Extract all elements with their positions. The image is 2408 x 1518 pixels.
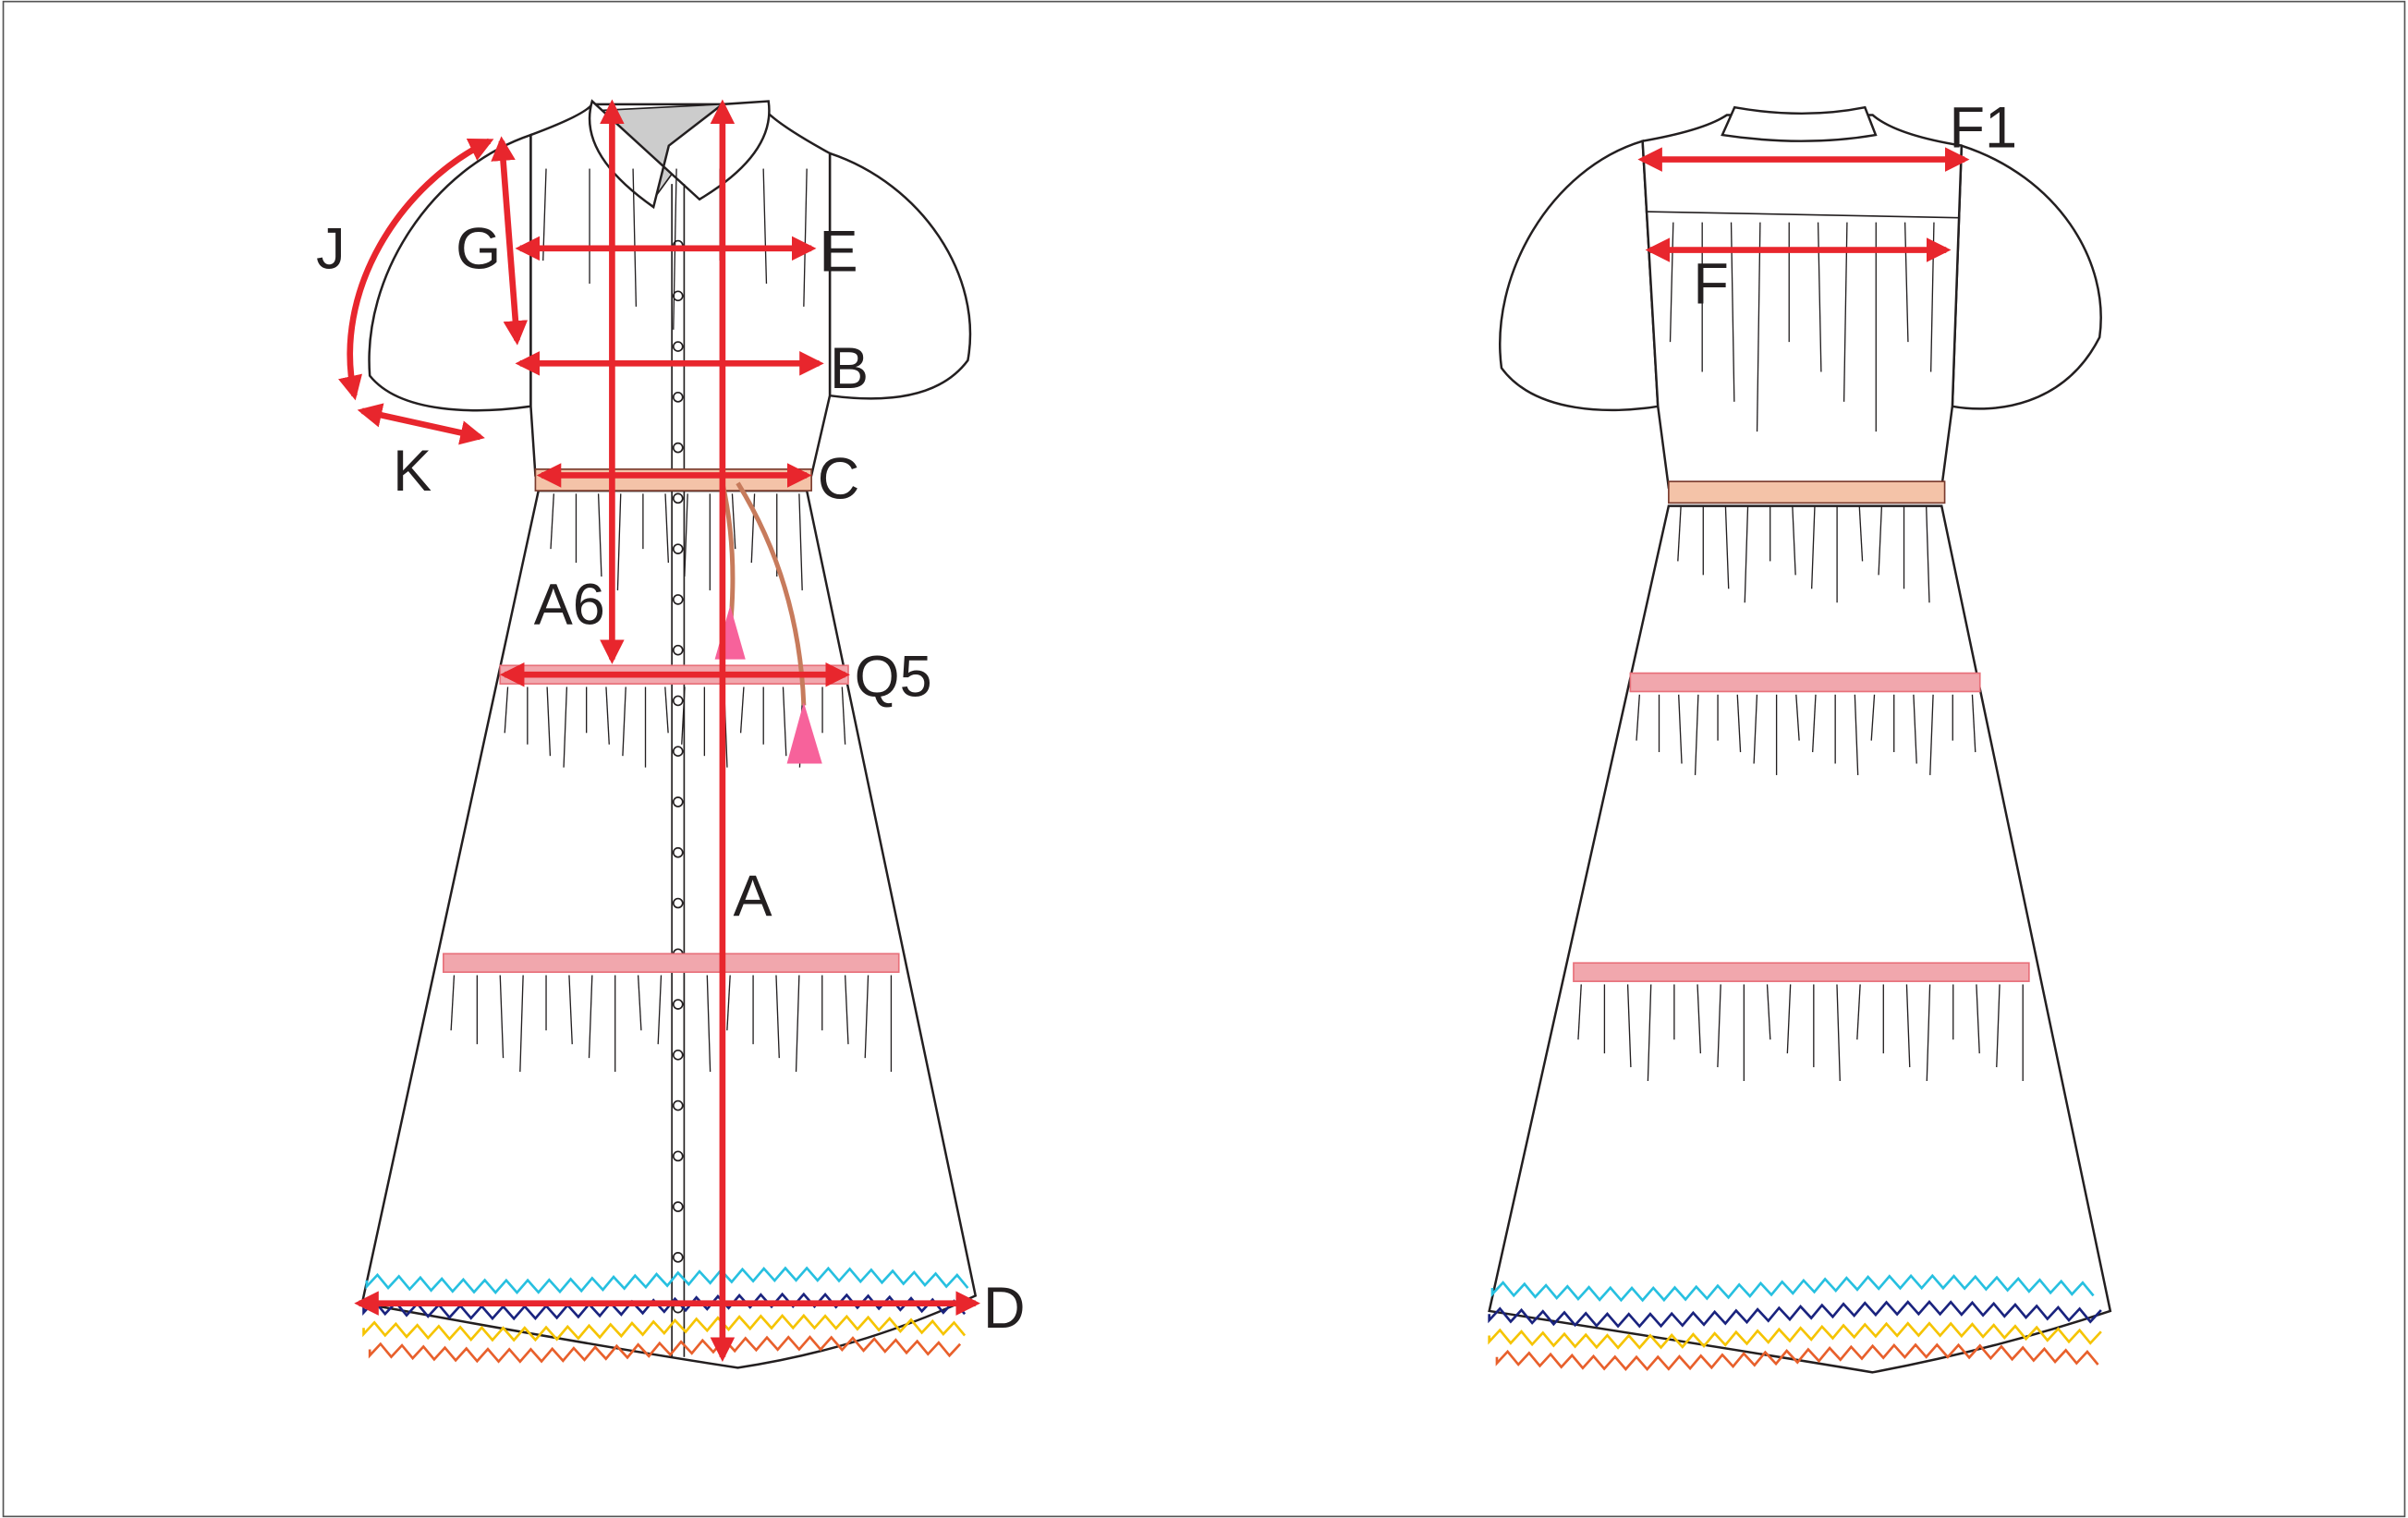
front-view <box>360 99 978 1369</box>
label-e: E <box>819 220 857 285</box>
back-hem-trim <box>1488 1273 2102 1372</box>
back-right-sleeve <box>1951 143 2102 410</box>
measurement-arrows <box>338 99 1970 1363</box>
label-a6: A6 <box>534 572 605 637</box>
label-k: K <box>393 439 432 504</box>
front-right-sleeve <box>828 152 972 400</box>
back-tier-band-1 <box>1629 672 1981 693</box>
arrow-g <box>491 136 529 346</box>
label-f: F <box>1693 252 1729 317</box>
arrow-k <box>357 403 485 445</box>
label-c: C <box>818 446 860 511</box>
back-view <box>1488 105 2112 1374</box>
label-g: G <box>456 216 501 281</box>
back-tier-band-2 <box>1573 962 2030 982</box>
front-tier-band-2 <box>443 953 900 974</box>
back-bodice <box>1641 114 1964 489</box>
tassel-2 <box>786 702 822 764</box>
back-collar <box>1721 105 1878 142</box>
front-skirt <box>360 489 978 1369</box>
back-skirt <box>1488 504 2112 1374</box>
label-j: J <box>316 216 346 281</box>
label-b: B <box>830 336 869 401</box>
label-f1: F1 <box>1950 95 2018 160</box>
arrow-j <box>338 138 494 401</box>
back-belt <box>1668 480 1946 504</box>
label-q5: Q5 <box>855 644 932 709</box>
label-a: A <box>734 864 772 929</box>
label-d: D <box>983 1276 1026 1341</box>
back-left-sleeve <box>1499 140 1660 412</box>
